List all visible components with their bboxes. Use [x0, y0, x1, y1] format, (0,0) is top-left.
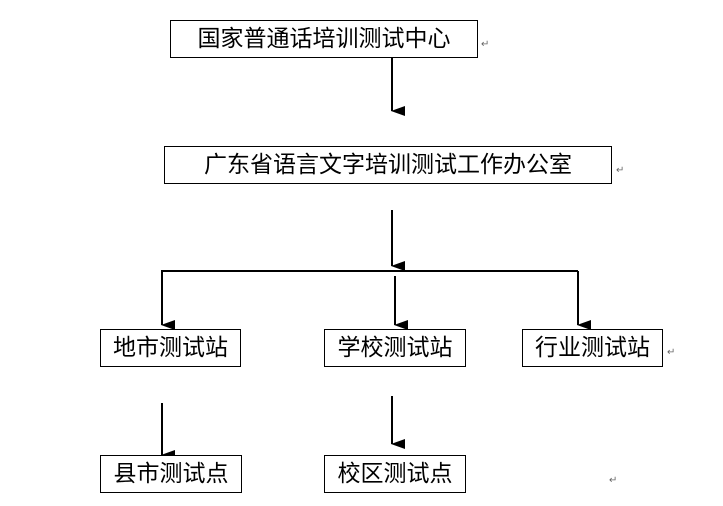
paragraph-mark-3: ↵ [667, 347, 676, 358]
node-campus-point: 校区测试点 [324, 455, 466, 493]
node-city-station: 地市测试站 [100, 329, 241, 367]
paragraph-mark-2: ↵ [616, 165, 625, 176]
node-industry-station: 行业测试站 [522, 329, 663, 367]
node-county-point: 县市测试点 [100, 455, 242, 493]
node-guangdong-office: 广东省语言文字培训测试工作办公室 [164, 146, 612, 184]
node-school-station: 学校测试站 [324, 329, 466, 367]
paragraph-mark-1: ↵ [481, 39, 490, 50]
node-national-center: 国家普通话培训测试中心 [170, 20, 478, 58]
paragraph-mark-4: ↵ [609, 475, 618, 486]
